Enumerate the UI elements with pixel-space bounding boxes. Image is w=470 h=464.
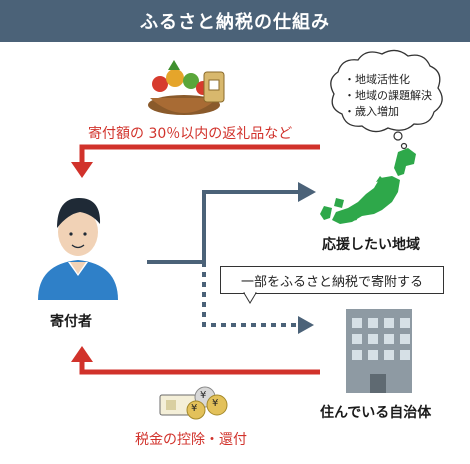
donor-label: 寄付者 [50, 314, 92, 330]
bubble-item: ・地域の課題解決 [344, 89, 432, 102]
gift-return-arrow [71, 144, 320, 178]
donation-note: 一部をふるさと納税で寄附する [220, 266, 444, 294]
donation-arrow [147, 182, 316, 264]
bubble-content: ・地域活性化 ・地域の課題解決 ・歳入増加 [330, 62, 444, 126]
tax-refund-arrow [71, 346, 320, 375]
gift-caption: 寄付額の 30％以内の返礼品など [88, 126, 293, 142]
tax-caption: 税金の控除・還付 [135, 432, 247, 448]
bubble-item: ・地域活性化 [344, 73, 410, 86]
bubble-item: ・歳入増加 [344, 105, 399, 118]
coin-yen-symbol: ¥ [191, 403, 198, 414]
coin-yen-symbol: ¥ [212, 398, 219, 409]
diagram-title: ふるさと納税の仕組み [0, 0, 470, 42]
coin-yen-symbol: ¥ [200, 390, 207, 401]
municipality-label: 住んでいる自治体 [320, 405, 432, 421]
dotted-arrow [202, 262, 314, 334]
region-label: 応援したい地域 [322, 237, 420, 253]
